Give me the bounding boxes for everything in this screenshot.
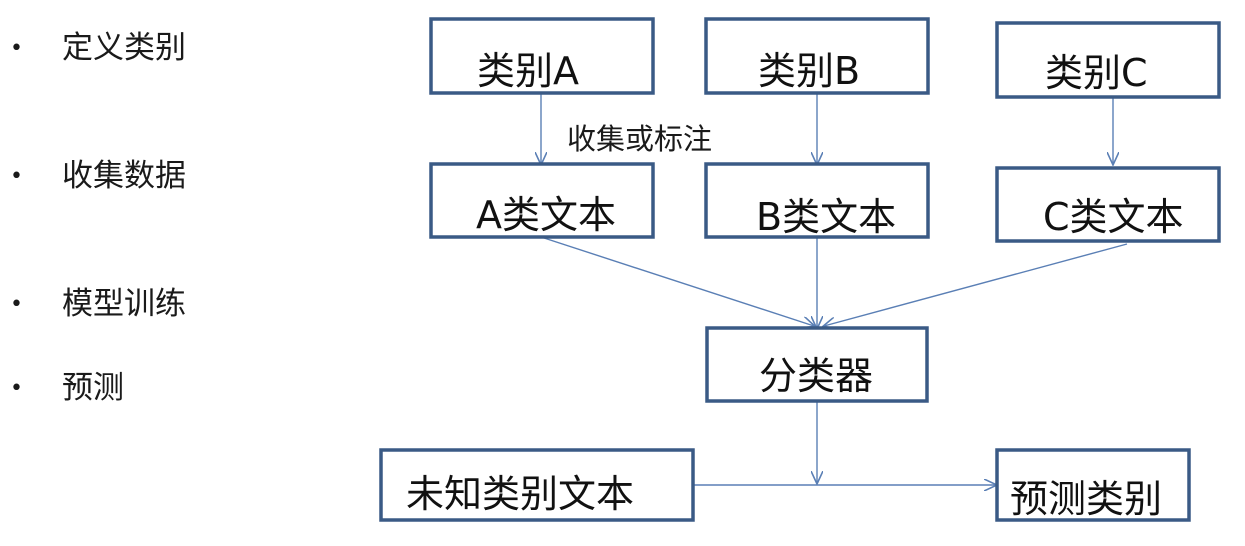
step-item-train: • 模型训练 — [10, 289, 186, 320]
step-item-define: • 定义类别 — [10, 33, 186, 64]
node-unknown-text: 未知类别文本 — [379, 448, 695, 522]
node-predicted-category: 预测类别 — [995, 448, 1191, 522]
node-text-b: B类文本 — [704, 162, 930, 239]
step-item-predict: • 预测 — [10, 373, 124, 404]
step-item-collect: • 收集数据 — [10, 161, 186, 192]
node-label: 分类器 — [759, 354, 873, 398]
node-label: 未知类别文本 — [406, 472, 634, 516]
node-classifier: 分类器 — [705, 326, 929, 403]
arrows — [540, 93, 1128, 485]
edge-label-collect-or-annotate: 收集或标注 — [567, 122, 712, 156]
node-label: C类文本 — [1043, 195, 1184, 239]
node-category-b: 类别B — [704, 17, 930, 95]
node-category-a: 类别A — [429, 17, 655, 95]
node-label: 类别B — [758, 49, 860, 93]
arrow-text-c-to-classifier — [824, 243, 1128, 326]
step-label: 预测 — [62, 370, 124, 406]
step-label: 定义类别 — [62, 30, 186, 66]
bullet-dot: • — [10, 35, 23, 61]
node-label: B类文本 — [756, 195, 896, 239]
node-text-a: A类文本 — [429, 162, 655, 239]
node-text-c: C类文本 — [995, 166, 1221, 243]
bullet-dot: • — [10, 375, 23, 401]
arrow-text-a-to-classifier — [540, 236, 814, 326]
steps-list: • 定义类别 • 收集数据 • 模型训练 • 预测 — [0, 0, 330, 546]
bullet-dot: • — [10, 163, 23, 189]
bullet-dot: • — [10, 291, 23, 317]
step-label: 收集数据 — [62, 158, 186, 194]
node-label: 类别A — [477, 49, 579, 93]
node-label: 类别C — [1045, 51, 1148, 95]
node-label: A类文本 — [476, 193, 616, 237]
node-category-c: 类别C — [995, 21, 1221, 99]
node-label: 预测类别 — [1010, 477, 1162, 521]
step-label: 模型训练 — [62, 286, 186, 322]
